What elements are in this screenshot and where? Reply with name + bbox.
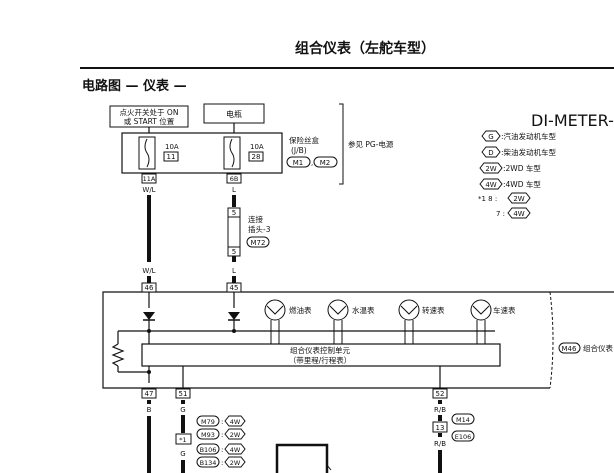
code-m79-type: 4W: [230, 418, 241, 426]
code-b134: B134: [200, 459, 217, 467]
code-m93-type: 2W: [230, 431, 241, 439]
connector-codes: M79 : 4W M93 : 2W B106 : 4W B134 : 2W: [196, 415, 246, 468]
conn3-label-2: 插头-3: [248, 224, 271, 234]
legend-4w-text: :4WD 车型: [503, 179, 541, 189]
legend-star-1: *1 8 :: [478, 195, 497, 203]
fuse2-amp: 10A: [250, 143, 264, 151]
conn3-pin-bot: 5: [232, 248, 236, 256]
gauge-tachometer: 转速表: [398, 299, 445, 344]
control-unit-label-2: （带里程/行程表）: [289, 355, 352, 365]
fuse1-no: 11: [167, 153, 176, 161]
pin-52: 52: [436, 390, 445, 398]
connector-3: [227, 216, 241, 248]
pin-51: 51: [179, 390, 188, 398]
pin-46: 46: [145, 284, 154, 292]
meter-side-label: 组合仪表: [583, 343, 613, 353]
wire-rb-1: R/B: [434, 406, 446, 414]
meter-control-unit: [141, 343, 501, 367]
code-m93: M93: [201, 431, 215, 439]
legend-star-1-code: 2W: [513, 195, 524, 203]
lower-box-partial: [275, 443, 329, 473]
conn-m1: M1: [293, 159, 304, 167]
meter-outline: [102, 291, 614, 389]
pin-11a: 11A: [143, 175, 156, 183]
conn3-pin-top: 5: [232, 209, 236, 217]
wire-b: B: [147, 406, 152, 414]
control-unit-label-1: 组合仪表控制单元: [290, 345, 350, 355]
conn-m2: M2: [320, 159, 331, 167]
wire-wl-top: W/L: [142, 186, 155, 194]
fuse-bracket: [339, 103, 344, 185]
gauge-water-temp: 水温表: [327, 299, 375, 344]
code-b134-type: 2W: [230, 459, 241, 467]
legend-4w-code: 4W: [485, 181, 496, 189]
legend-g-text: :汽油发动机车型: [501, 131, 557, 141]
svg-text::: :: [221, 459, 223, 467]
wire-rb-2: R/B: [434, 440, 446, 448]
conn3-label-1: 连接: [248, 214, 263, 224]
gauge-speedometer: 车速表: [470, 299, 516, 344]
gauge-tach-label: 转速表: [422, 305, 445, 315]
gauge-water-label: 水温表: [352, 305, 375, 315]
gauge-fuel-label: 燃油表: [289, 305, 312, 315]
pin-6b: 6B: [230, 175, 239, 183]
ignition-label-1: 点火开关处于 ON: [120, 107, 179, 117]
resistor: [111, 343, 125, 367]
legend-d-text: :柴油发动机车型: [501, 147, 557, 157]
code-b106-type: 4W: [230, 446, 241, 454]
wire-g-2: G: [180, 450, 185, 458]
pin-45: 45: [230, 284, 239, 292]
legend-star-2: 7 :: [496, 210, 505, 218]
gauge-speed-label: 车速表: [493, 305, 516, 315]
wire-l-top: L: [232, 186, 236, 194]
fuse-box-label-1: 保险丝盒: [289, 135, 319, 145]
svg-text:,: ,: [311, 159, 313, 167]
pin-13: 13: [436, 424, 445, 432]
battery-label: 电瓶: [226, 109, 242, 119]
wire-g-1: G: [180, 406, 185, 414]
legend-2w-text: :2WD 车型: [503, 163, 541, 173]
legend-g-code: G: [488, 133, 493, 141]
pin-47: 47: [145, 390, 154, 398]
gauge-fuel: 燃油表: [264, 299, 312, 344]
code-e106: E106: [455, 433, 472, 441]
star-pin: *1: [179, 436, 186, 444]
code-b106: B106: [200, 446, 217, 454]
legend-d-code: D: [488, 149, 493, 157]
fuse1-amp: 10A: [165, 143, 179, 151]
ignition-label-2: 或 START 位置: [124, 116, 175, 126]
wire-wl-mid: W/L: [142, 267, 155, 275]
diode-2: [228, 312, 240, 320]
fuse-reference: 参见 PG-电源: [348, 139, 394, 149]
conn3-code: M72: [251, 239, 266, 247]
legend-2w-code: 2W: [485, 165, 496, 173]
section-title: 电路图 — 仪表 —: [82, 78, 187, 94]
meter-side-code: M46: [562, 345, 577, 353]
code-m14: M14: [456, 416, 470, 424]
legend-star-2-code: 4W: [513, 210, 524, 218]
code-m79: M79: [201, 418, 215, 426]
wire-l-mid: L: [232, 267, 236, 275]
fuse2-no: 28: [252, 153, 261, 161]
svg-text::: :: [221, 418, 223, 426]
legend: G :汽油发动机车型 D :柴油发动机车型 2W :2WD 车型 4W :4WD…: [478, 130, 557, 219]
diode-1: [143, 312, 155, 320]
page-title: 组合仪表（左舵车型）: [295, 41, 435, 57]
svg-text::: :: [221, 431, 223, 439]
diagram-id: DI-METER-: [531, 111, 614, 130]
fuse-box-label-2: (J/B): [291, 146, 307, 155]
svg-text::: :: [221, 446, 223, 454]
